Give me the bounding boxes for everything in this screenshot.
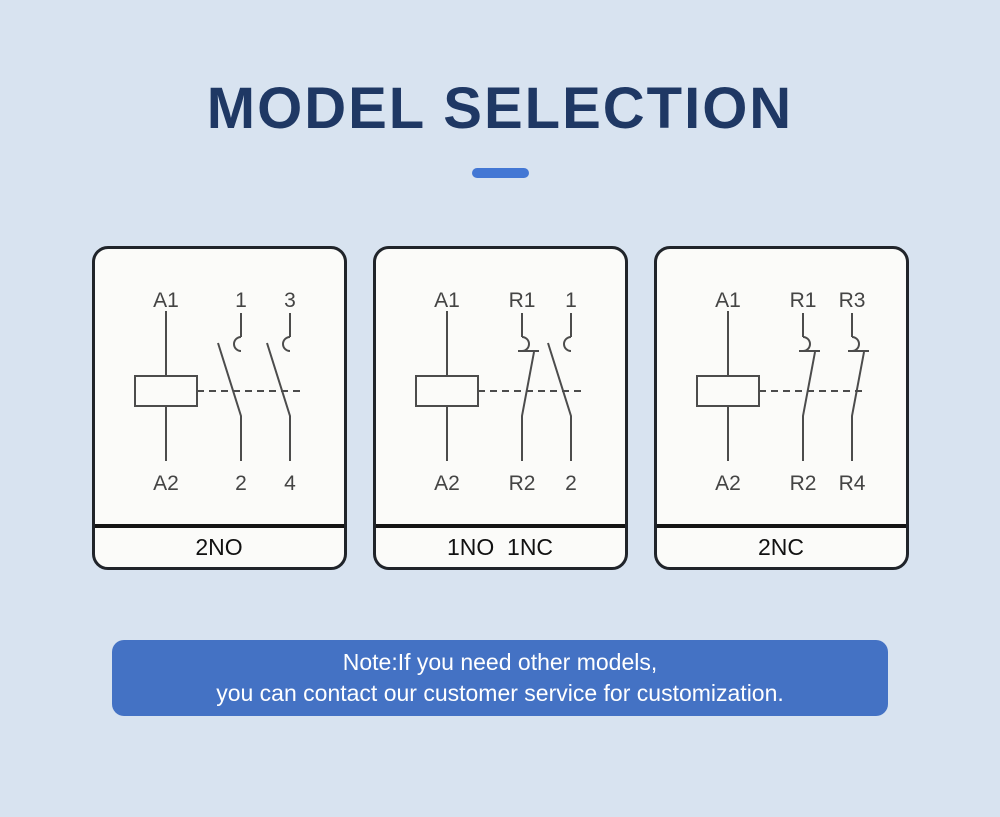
contact-terminal-bottom-label: R2 (789, 472, 816, 495)
contact-terminal-top-label: 1 (235, 289, 247, 312)
no-contact-blade (216, 342, 242, 461)
model-label: 2NO (195, 534, 243, 560)
nc-contact-blade (850, 351, 865, 461)
coil-terminal-top-label: A1 (715, 289, 741, 312)
coil-terminal-top-label: A1 (434, 289, 460, 312)
coil-terminal-bottom-label: A2 (153, 472, 179, 495)
nc-contact-blade (801, 351, 816, 461)
coil-terminal-bottom-label: A2 (715, 472, 741, 495)
no-contact-hook (232, 336, 241, 352)
contact-terminal-bottom-label: 2 (565, 472, 577, 495)
contact-terminal-top-label: 1 (565, 289, 577, 312)
card-label-band: 2NC (656, 524, 906, 567)
coil-symbol (414, 375, 479, 407)
note-line-2: you can contact our customer service for… (216, 680, 784, 706)
coil-symbol (133, 375, 198, 407)
contact-terminal-bottom-label: 2 (235, 472, 247, 495)
contact-terminal-bottom-label: R4 (838, 472, 865, 495)
model-label: 2NC (757, 534, 804, 560)
coil-terminal-top-label: A1 (153, 289, 179, 312)
nc-contact-hook (851, 336, 860, 352)
model-label: 1NO 1NC (446, 534, 554, 560)
contact-terminal-top-label: 3 (284, 289, 296, 312)
title-accent-dash (471, 168, 529, 178)
nc-contact-hook (802, 336, 811, 352)
no-contact-blade (265, 342, 291, 461)
page-title: MODEL SELECTION (206, 76, 794, 141)
no-contact-hook (281, 336, 290, 352)
no-contact-hook (562, 336, 571, 352)
note-line-1: Note:If you need other models, (342, 649, 658, 675)
card-label-band: 2NO (94, 524, 344, 567)
contact-terminal-top-label: R1 (508, 289, 535, 312)
nc-contact-hook (521, 336, 530, 352)
contact-terminal-top-label: R1 (789, 289, 816, 312)
nc-contact-blade (520, 351, 535, 461)
contact-terminal-top-label: R3 (838, 289, 865, 312)
no-contact-blade (546, 342, 572, 461)
note-banner: Note:If you need other models, you can c… (112, 640, 888, 716)
coil-symbol (695, 375, 760, 407)
coil-terminal-bottom-label: A2 (434, 472, 460, 495)
contact-terminal-bottom-label: 4 (284, 472, 296, 495)
contact-terminal-bottom-label: R2 (508, 472, 535, 495)
card-label-band: 1NO 1NC (375, 524, 625, 567)
